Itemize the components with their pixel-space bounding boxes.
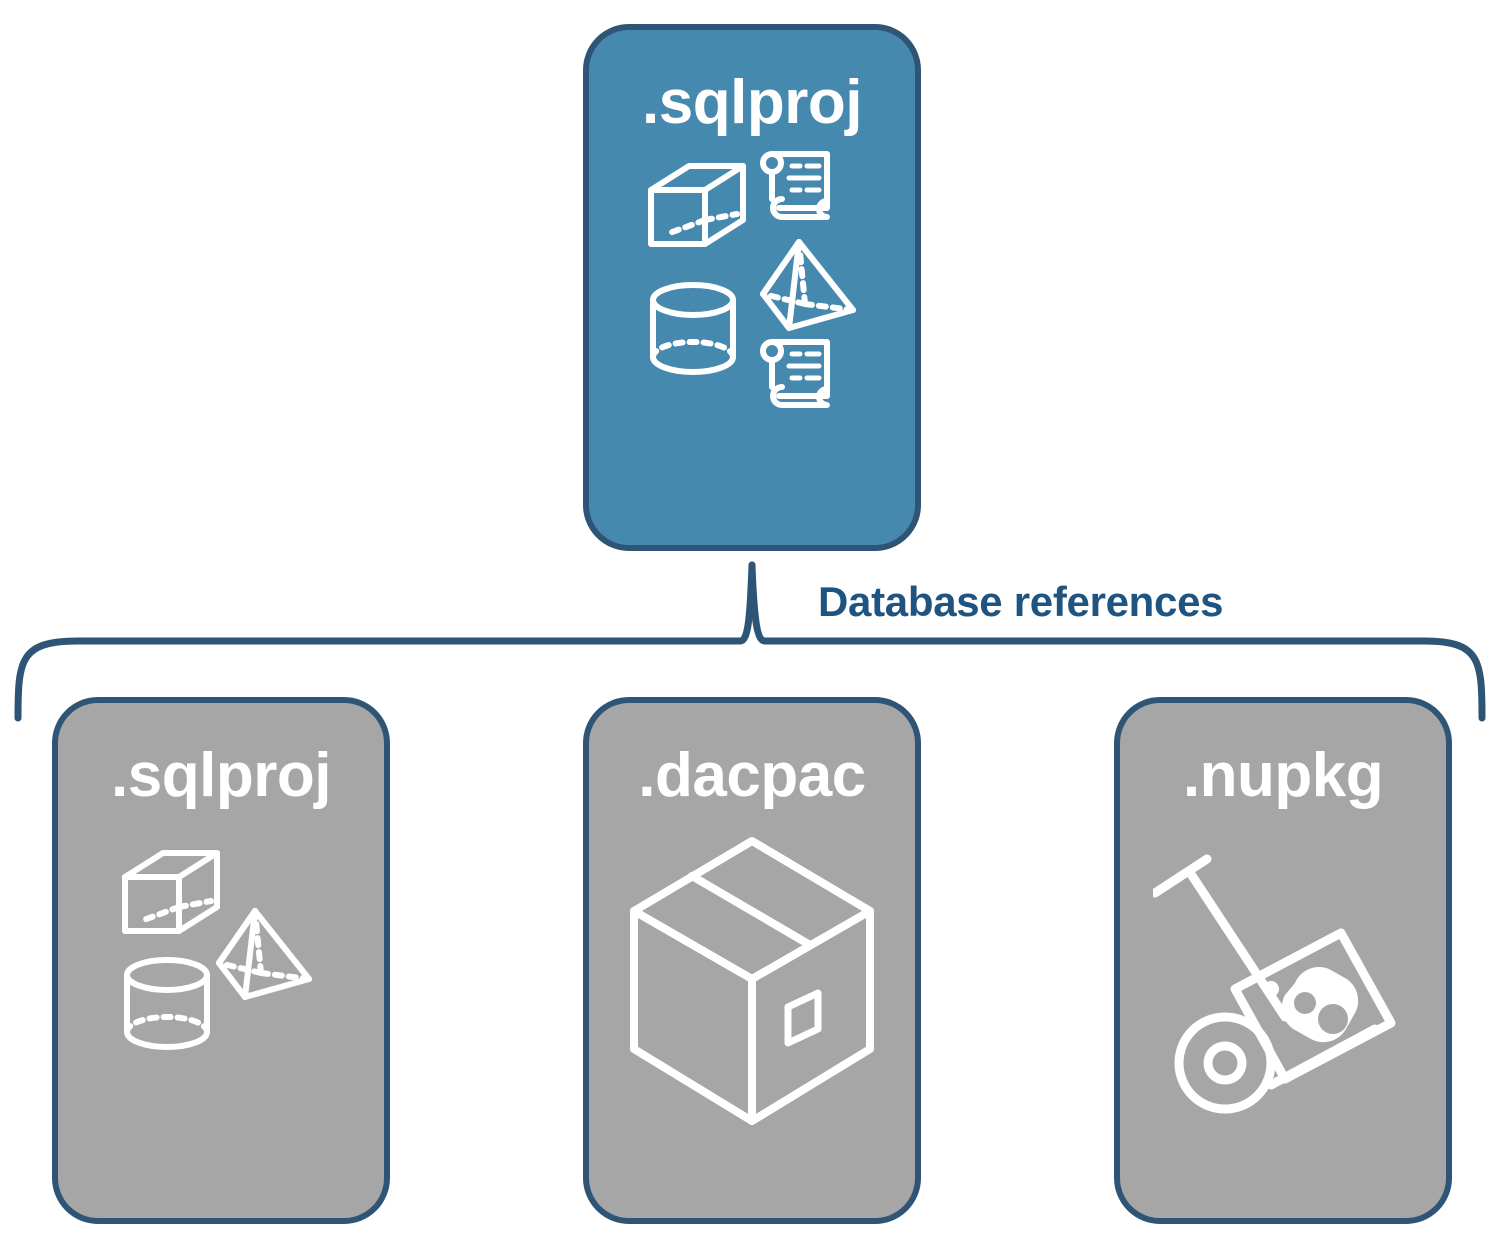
wireframe-cube-icon <box>122 850 220 934</box>
node-artwork-sqlproj-reference <box>58 807 384 1218</box>
database-references-label: Database references <box>818 578 1224 625</box>
node-nupkg-reference[interactable]: .nupkg <box>1114 697 1452 1224</box>
node-label-nupkg-reference: .nupkg <box>1182 741 1384 810</box>
node-label-sqlproj-reference: .sqlproj <box>111 741 331 810</box>
scroll-document-icon <box>760 151 830 220</box>
node-sqlproj-reference[interactable]: .sqlproj <box>52 697 390 1224</box>
wireframe-cylinder-icon <box>124 957 210 1050</box>
wireframe-pyramid-icon <box>216 908 312 1000</box>
node-artwork-nupkg-reference <box>1120 807 1446 1218</box>
node-sqlproj-root[interactable]: .sqlproj <box>583 24 921 551</box>
node-artwork-dacpac-reference <box>589 807 915 1218</box>
wireframe-cube-icon <box>648 163 746 247</box>
node-dacpac-reference[interactable]: .dacpac <box>583 697 921 1224</box>
node-artwork-root <box>589 134 915 545</box>
node-label-dacpac-reference: .dacpac <box>638 741 866 810</box>
hand-truck-package-icon <box>1153 854 1396 1114</box>
scroll-document-icon <box>760 339 830 408</box>
shipping-box-icon <box>630 837 874 1125</box>
wireframe-pyramid-icon <box>760 239 856 331</box>
database-references-brace <box>14 561 1486 722</box>
wireframe-cylinder-icon <box>650 282 736 375</box>
node-label-sqlproj-root: .sqlproj <box>642 68 862 137</box>
